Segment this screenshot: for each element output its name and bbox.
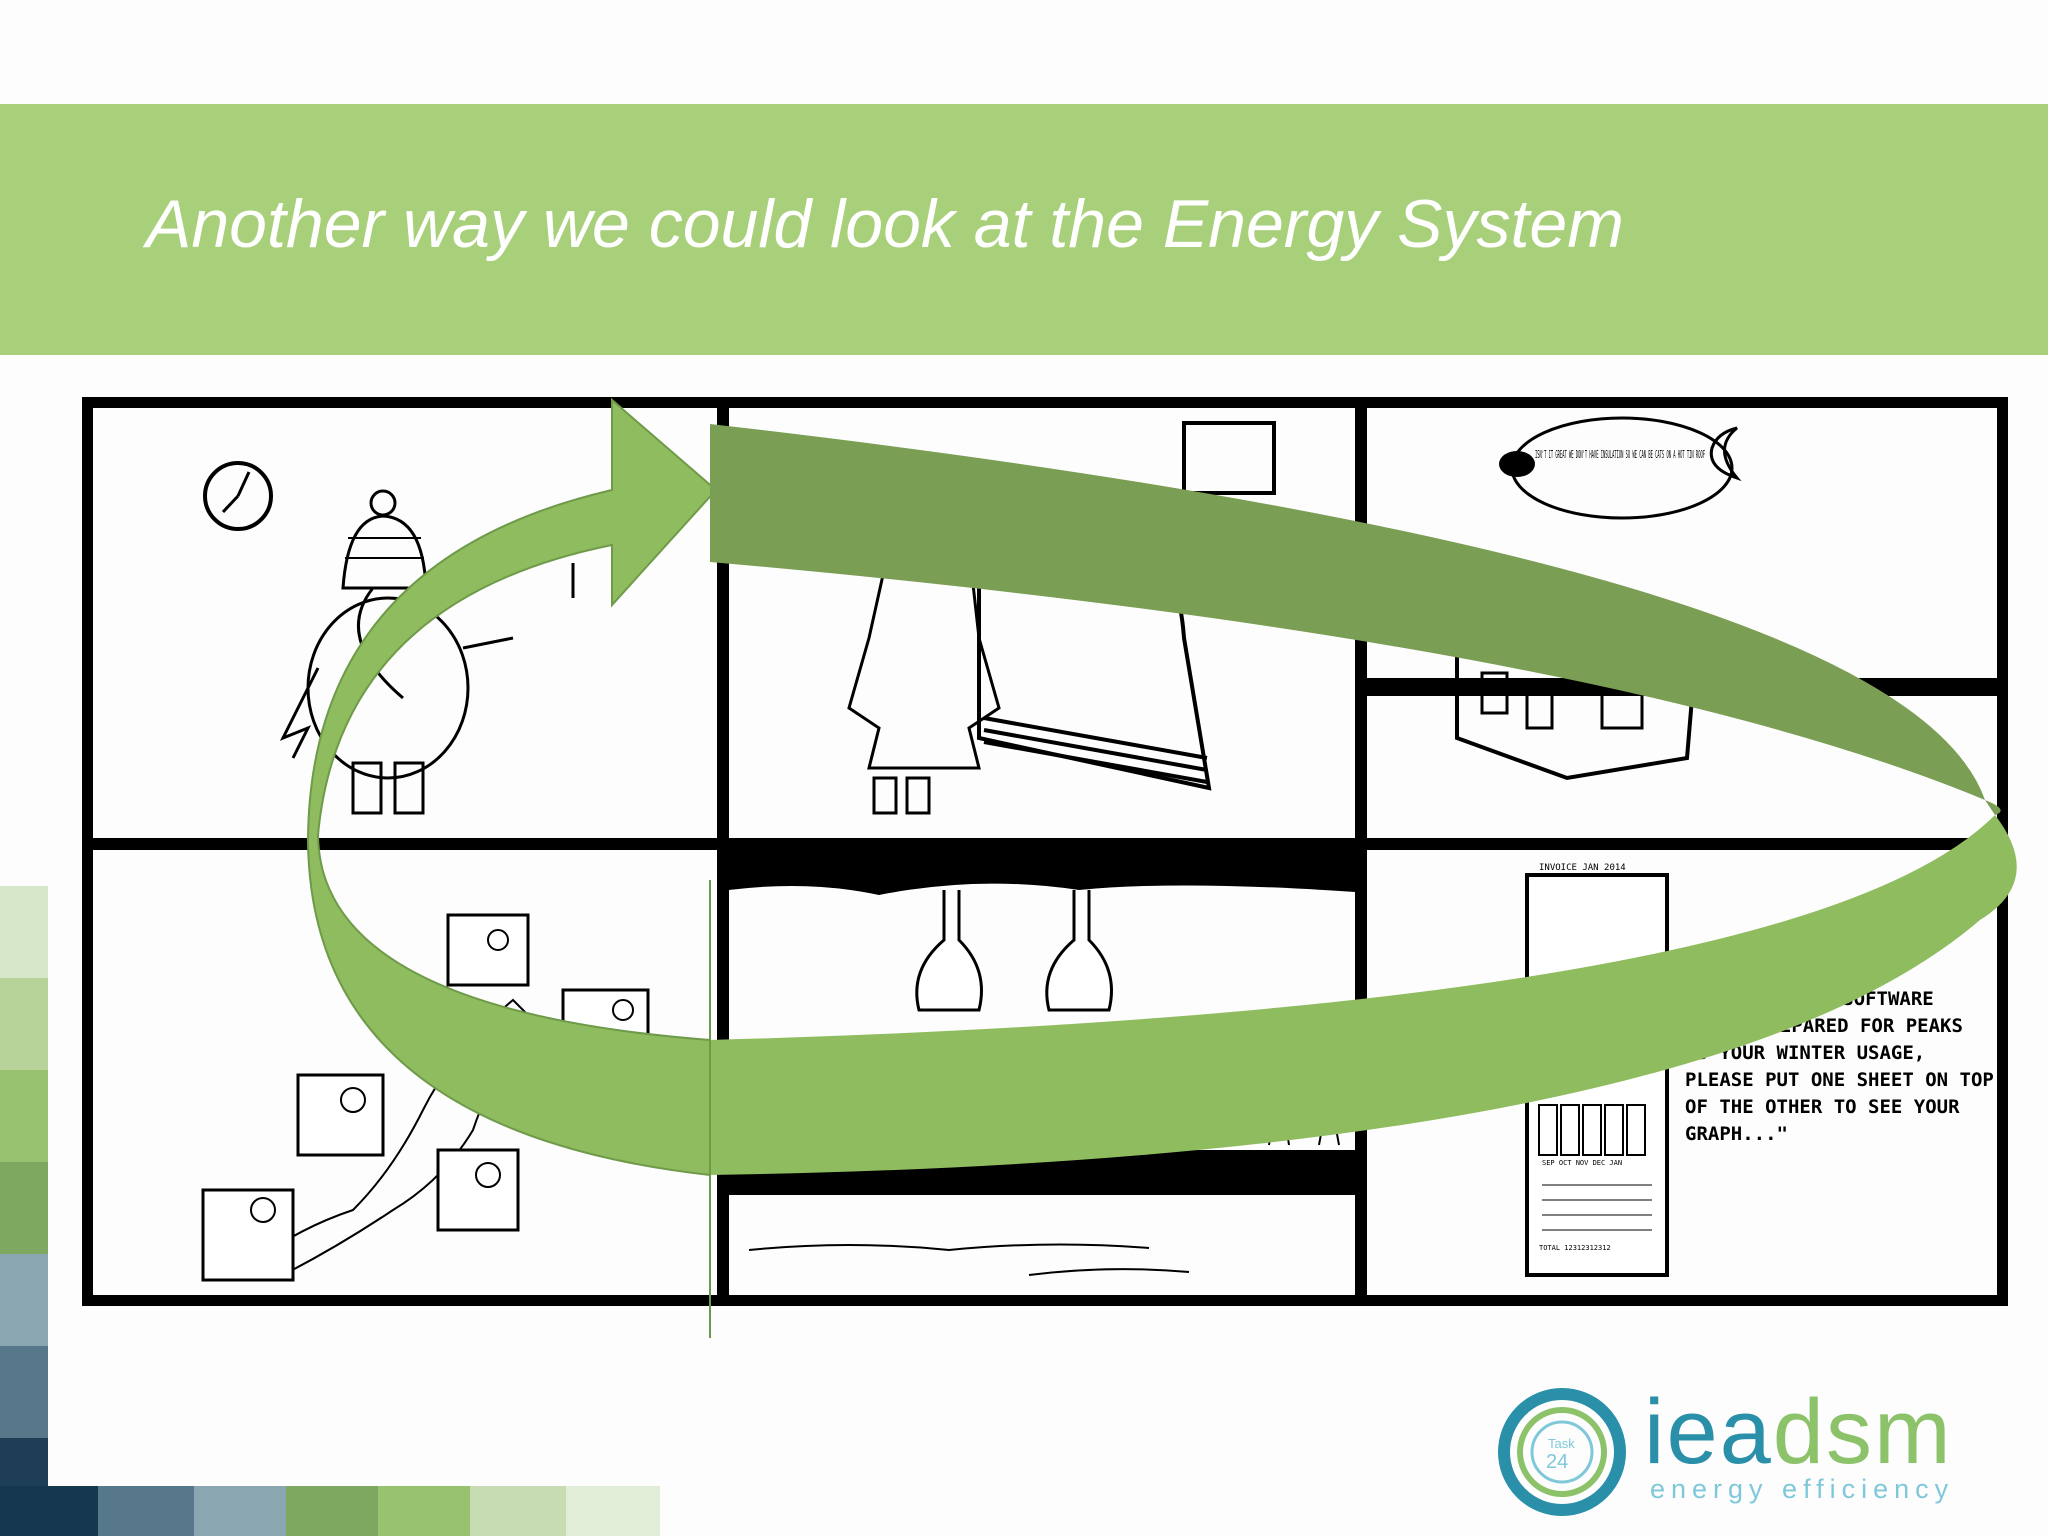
bill-header: INVOICE JAN 2014: [1539, 863, 1626, 873]
heater-icon: [977, 556, 1212, 791]
clock-icon: [203, 461, 273, 531]
title-banner: [0, 104, 2048, 355]
comic-panel-1: [93, 408, 717, 838]
svg-text:GRAPH...": GRAPH...": [1685, 1123, 1788, 1145]
cold-person-drawing: [203, 461, 615, 815]
slide-title: Another way we could look at the Energy …: [146, 186, 1624, 262]
svg-text:AS YOUR WINTER USAGE,: AS YOUR WINTER USAGE,: [1685, 1042, 1925, 1064]
logo-prefix: iea: [1644, 1381, 1773, 1483]
logo-task-label: Task: [1548, 1436, 1575, 1451]
bill-footer: TOTAL 12312312312: [1539, 1244, 1611, 1252]
svg-text:...S SOFTWARE: ...S SOFTWARE: [1785, 988, 1934, 1010]
logo-tagline: energy efficiency: [1650, 1474, 1955, 1504]
speech-bubble-text: ISN'T IT GREAT WE DON'T HAVE INSULATION …: [1535, 448, 1705, 461]
switch-box: [446, 913, 530, 987]
comic-panel-3: ISN'T IT GREAT WE DON'T HAVE INSULATION …: [1367, 408, 1997, 838]
svg-text:OF THE OTHER TO SEE YOUR: OF THE OTHER TO SEE YOUR: [1685, 1096, 1960, 1118]
lightbulb-icon: [1045, 890, 1113, 1012]
svg-text:PREPARED FOR PEAKS: PREPARED FOR PEAKS: [1757, 1015, 1963, 1037]
switch-box: [561, 988, 650, 1037]
logo-wordmark: ieadsm: [1644, 1380, 1953, 1485]
bill-drawing: INVOICE JAN 2014 SEP OCT NOV DEC JAN TOT…: [1525, 863, 1994, 1277]
caption-text: ...S SOFTWARE PREPARED FOR PEAKS AS YOUR…: [1685, 988, 1994, 1145]
decorative-squares-left: [0, 886, 48, 1486]
svg-text:PLEASE PUT ONE SHEET ON TOP: PLEASE PUT ONE SHEET ON TOP: [1685, 1069, 1994, 1091]
logo-suffix: dsm: [1772, 1381, 1953, 1483]
heater-drawing: [847, 421, 1276, 815]
comic-panel-2: [729, 408, 1355, 838]
power-pylon-icon: [1268, 1079, 1340, 1146]
bill-months: SEP OCT NOV DEC JAN: [1542, 1159, 1622, 1167]
logo-task-number: 24: [1546, 1451, 1568, 1473]
comic-strip: ISN'T IT GREAT WE DON'T HAVE INSULATION …: [82, 397, 2008, 1306]
switch-box: [296, 1073, 385, 1157]
decorative-squares-bottom: [0, 1486, 660, 1536]
house-drawing: ISN'T IT GREAT WE DON'T HAVE INSULATION …: [1367, 416, 1997, 781]
switch-box: [436, 1148, 520, 1232]
lightbulb-icon: [915, 890, 983, 1012]
comic-panel-4: [93, 850, 717, 1295]
switch-box: [201, 1188, 295, 1282]
logo-swirl-icon: Task 24: [1498, 1388, 1626, 1516]
comic-panel-5: [729, 850, 1355, 1295]
power-station-drawing: [729, 850, 1355, 1276]
comic-panel-6: INVOICE JAN 2014 SEP OCT NOV DEC JAN TOT…: [1367, 850, 1997, 1295]
switches-map-drawing: [201, 913, 650, 1282]
ieadsm-logo: Task 24 ieadsm energy efficiency: [1496, 1381, 1955, 1520]
